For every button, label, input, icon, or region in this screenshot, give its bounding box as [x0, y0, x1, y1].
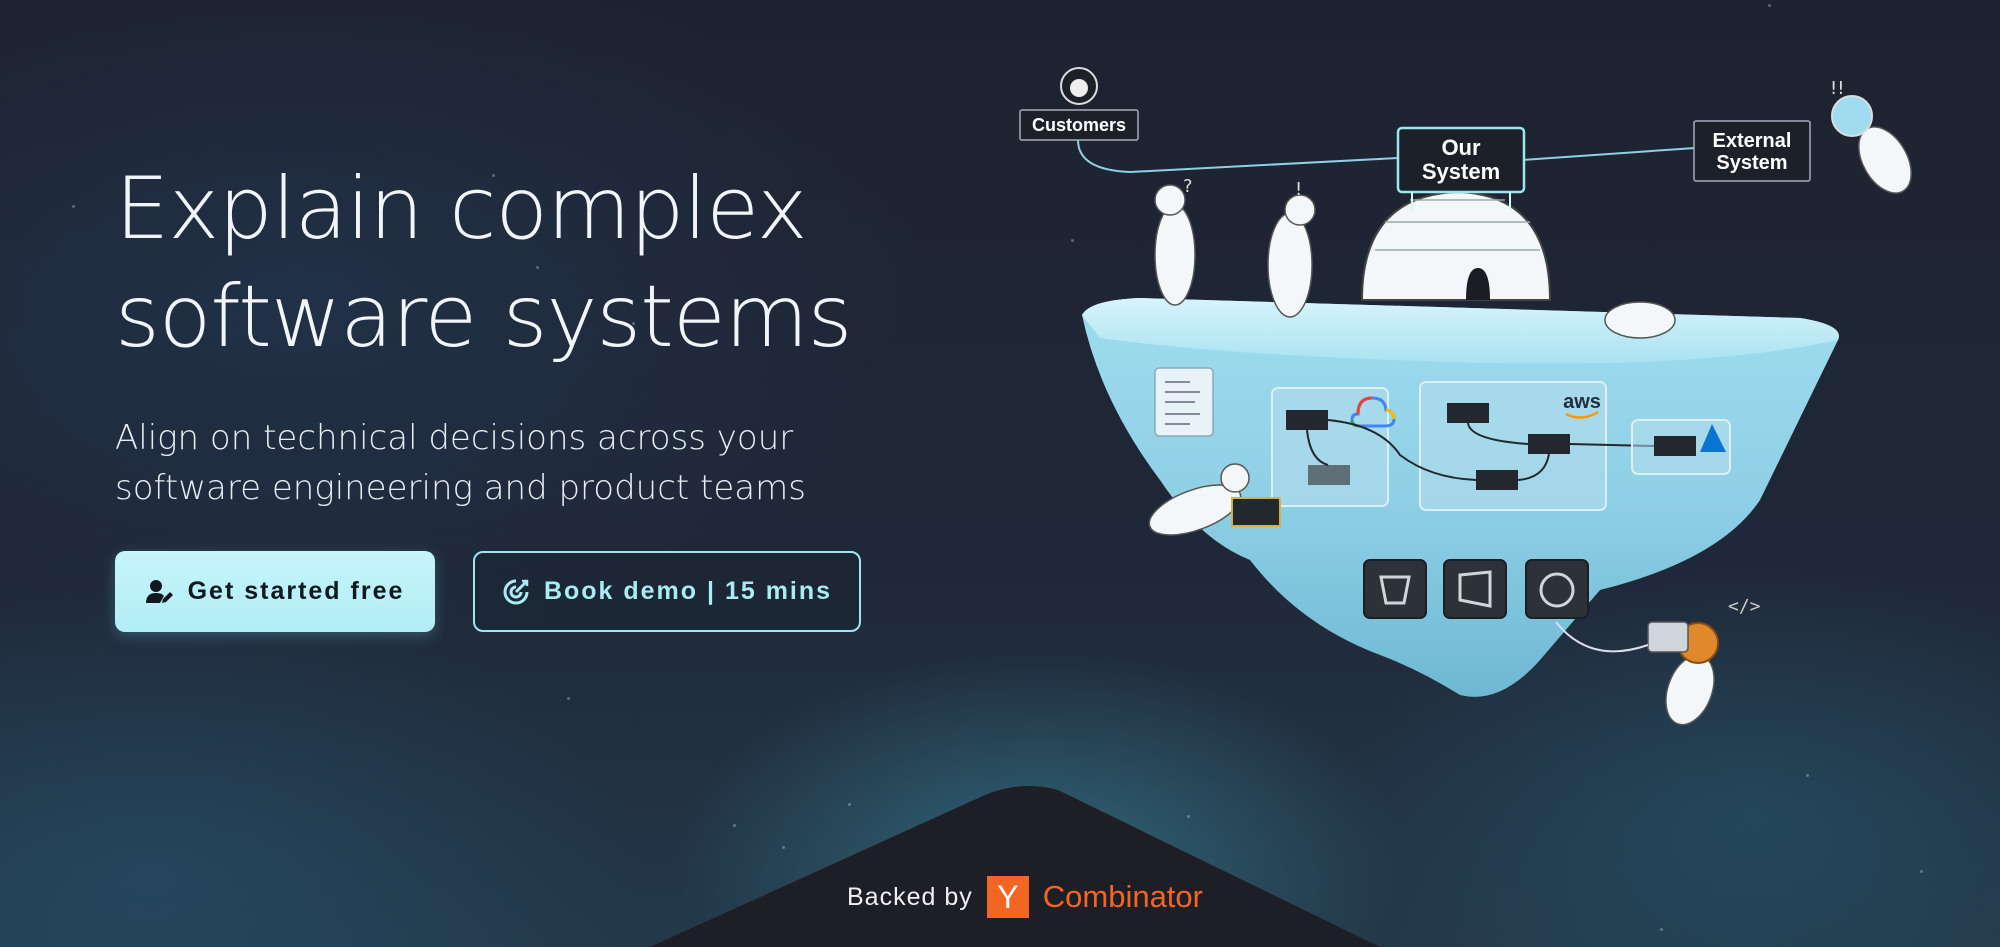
polar-bear-1: ? — [1154, 176, 1196, 306]
scuba-polar-bear: </> — [1555, 596, 1761, 726]
diving-polar-bear — [1148, 463, 1281, 536]
external-system-line1: External — [1713, 130, 1792, 152]
customers-box — [1019, 109, 1139, 141]
customers-label: Customers — [1032, 115, 1126, 135]
gcp-node-1 — [1286, 410, 1328, 430]
aws-node-3 — [1476, 470, 1518, 490]
github-icon — [1525, 559, 1589, 619]
book-demo-button[interactable]: Book demo | 15 mins — [473, 551, 861, 632]
gcp-panel — [1271, 387, 1389, 507]
headline-line-1: Explain complex — [115, 159, 808, 259]
subheadline: Align on technical decisions across your… — [115, 413, 915, 513]
yc-name: Combinator — [1042, 879, 1203, 914]
get-started-label: Get started free — [187, 577, 405, 605]
bitbucket-icon — [1363, 559, 1427, 619]
user-edit-icon — [145, 579, 174, 605]
azure-node — [1654, 436, 1696, 456]
backed-by-label: Backed by — [847, 882, 973, 911]
igloo — [1360, 190, 1552, 301]
external-system-line2: System — [1716, 152, 1787, 174]
headline: Explain complex software systems — [115, 155, 915, 371]
aws-node-2 — [1528, 434, 1570, 454]
subheadline-line-2: software engineering and product teams — [115, 468, 806, 508]
book-demo-label: Book demo | 15 mins — [543, 577, 833, 605]
backed-by-yc[interactable]: Backed by Y Combinator — [847, 876, 1203, 918]
target-icon — [502, 578, 530, 606]
azure-icon — [1700, 424, 1726, 452]
hero-text: Explain complex software systems Align o… — [115, 155, 915, 513]
svg-text:!: ! — [1295, 179, 1302, 200]
azure-devops-icon — [1443, 559, 1507, 619]
our-system-line2: System — [1422, 159, 1500, 184]
aws-label: aws — [1563, 391, 1601, 413]
astronaut-polar-bear: !! — [1830, 78, 1912, 194]
aws-smile-icon — [1565, 410, 1599, 419]
get-started-button[interactable]: Get started free — [115, 551, 435, 632]
headline-line-2: software systems — [115, 267, 852, 367]
polar-bear-2: ! — [1267, 179, 1316, 318]
yc-logo-icon: Y — [986, 876, 1029, 918]
subheadline-line-1: Align on technical decisions across your — [115, 418, 794, 458]
svg-text:</>: </> — [1728, 596, 1761, 617]
external-system-box — [1693, 120, 1811, 182]
aws-node-1 — [1447, 403, 1489, 423]
svg-text:!!: !! — [1830, 78, 1844, 99]
our-system-box — [1396, 126, 1526, 194]
svg-text:?: ? — [1183, 176, 1193, 197]
polar-bear-lying — [1604, 301, 1676, 339]
gcp-node-2 — [1308, 465, 1350, 485]
our-system-line1: Our — [1441, 135, 1481, 160]
cta-row: Get started free Book demo | 15 mins — [115, 551, 861, 632]
